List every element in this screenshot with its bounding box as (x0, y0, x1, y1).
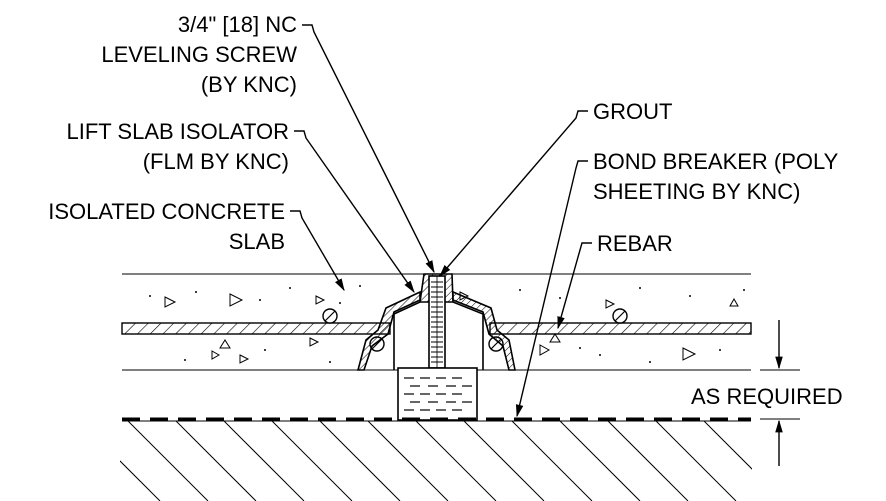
rebar-label: REBAR (597, 231, 673, 256)
slab-label-line2: SLAB (229, 229, 285, 254)
screw-label-line1: 3/4" [18] NC (178, 12, 297, 37)
rebar-left (121, 322, 391, 335)
isolator-label-line2: (FLM BY KNC) (143, 149, 289, 174)
screw-label-line2: LEVELING SCREW (101, 42, 297, 67)
concrete-aggregate (164, 291, 739, 364)
soil-hatch (120, 421, 752, 501)
base-pad (397, 367, 478, 421)
as-required-dimension (760, 320, 800, 466)
concrete-dots (149, 285, 745, 363)
grout-label: GROUT (593, 99, 672, 124)
bond-breaker-label-line2: SHEETING BY KNC) (593, 179, 800, 204)
bond-breaker-label-line1: BOND BREAKER (POLY (593, 149, 839, 174)
as-required-label: AS REQUIRED (691, 384, 843, 409)
slab-label-line1: ISOLATED CONCRETE (48, 199, 285, 224)
lift-slab-isolator (356, 290, 516, 371)
rebar-right (489, 322, 752, 335)
leader-lines (290, 24, 592, 418)
screw-label-line3: (BY KNC) (201, 72, 297, 97)
leveling-screw (428, 275, 446, 369)
isolator-label-line1: LIFT SLAB ISOLATOR (66, 119, 289, 144)
